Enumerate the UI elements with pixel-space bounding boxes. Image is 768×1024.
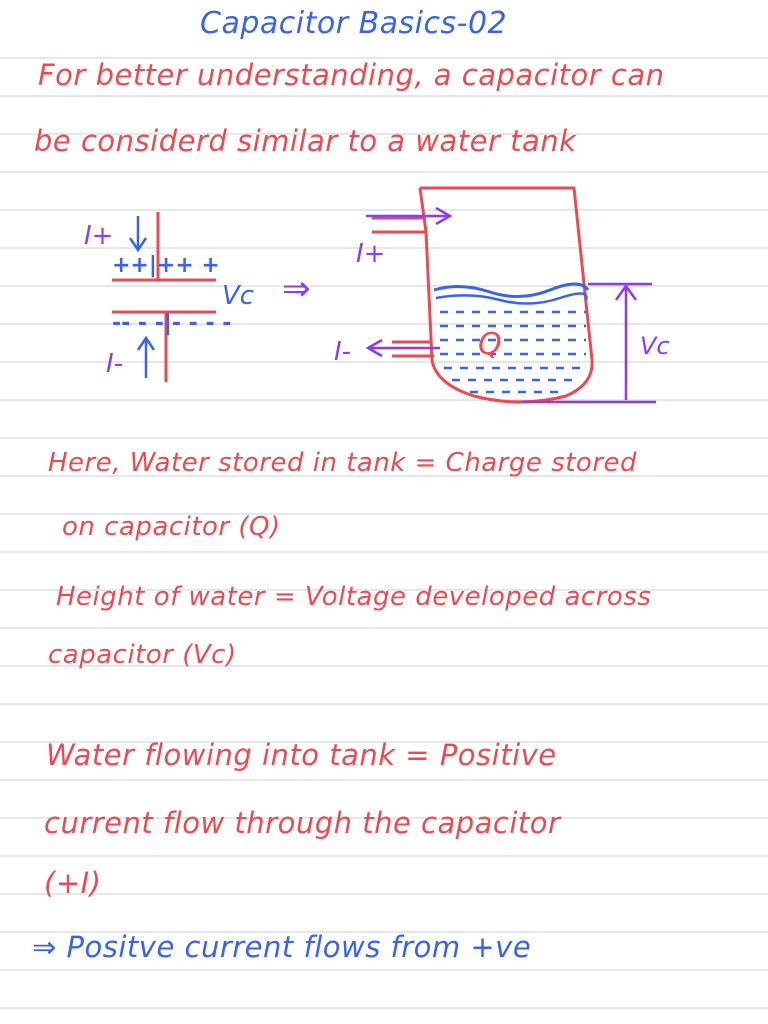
- intro-line-1: For better understanding, a capacitor ca…: [38, 58, 665, 92]
- minus-charges: -- - -|- - - -: [112, 311, 231, 336]
- note-here-line-1: Here, Water stored in tank = Charge stor…: [48, 448, 638, 478]
- tank-current-minus-label: I-: [334, 337, 351, 367]
- tank-outline: [372, 186, 594, 404]
- note-conclusion: ⇒ Positve current flows from +ve: [32, 930, 532, 964]
- page-title: Capacitor Basics-02: [200, 6, 508, 41]
- charge-label: Q: [478, 327, 502, 362]
- tank-current-plus-label: I+: [356, 239, 385, 269]
- implies-arrow-icon: ⇒: [282, 269, 311, 309]
- capacitor-water-tank-diagram: I+ ++|++ + -- - -|- - - - I- Vc ⇒: [84, 186, 670, 404]
- current-minus-label: I-: [106, 349, 123, 379]
- current-plus-label: I+: [84, 221, 113, 251]
- capacitor-symbol: [112, 212, 216, 382]
- note-flow-line-1: Water flowing into tank = Positive: [46, 738, 557, 772]
- intro-line-2: be considerd similar to a water tank: [34, 124, 577, 158]
- capacitor-voltage-label: Vc: [222, 281, 254, 311]
- note-flow-line-3: (+I): [44, 866, 102, 900]
- note-here-line-2: on capacitor (Q): [62, 512, 281, 542]
- note-flow-line-2: current flow through the capacitor: [44, 806, 561, 840]
- plus-charges: ++|++ +: [112, 253, 220, 278]
- note-height-line-2: capacitor (Vc): [48, 640, 237, 670]
- note-height-line-1: Height of water = Voltage developed acro…: [56, 582, 652, 612]
- water-body: [440, 310, 586, 394]
- water-tank: [365, 186, 656, 404]
- tank-voltage-label: Vc: [640, 332, 670, 360]
- water-surface: [433, 282, 590, 298]
